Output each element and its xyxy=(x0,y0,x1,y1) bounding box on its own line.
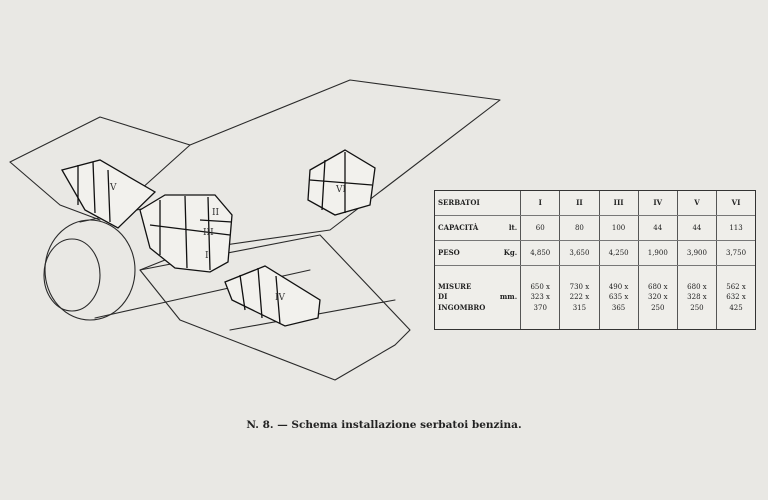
table-cell: 4,850 xyxy=(520,240,560,266)
dim-line: 635 x xyxy=(608,293,629,302)
col-header: II xyxy=(559,191,599,216)
header-label: SERBATOI xyxy=(435,191,521,216)
table-cell: 3,650 xyxy=(559,240,599,266)
table-cell: 44 xyxy=(676,215,717,241)
dim-line: 730 x xyxy=(569,283,590,292)
dimensions-label-di: DI xyxy=(438,292,448,302)
dim-line: 315 xyxy=(572,303,587,312)
table-cell: 3,900 xyxy=(676,240,717,266)
weight-label: PESO Kg. xyxy=(435,240,521,266)
capacity-row: CAPACITÀ lt. 60 80 100 44 44 113 xyxy=(435,215,755,241)
col-header: I xyxy=(520,191,560,216)
dimensions-label: MISURE DI mm. INGOMBRO xyxy=(435,266,521,330)
table-cell: 4,250 xyxy=(598,240,639,266)
table-cell: 44 xyxy=(637,215,678,241)
dim-line: 222 x xyxy=(569,293,590,302)
dimensions-label-line: MISURE xyxy=(438,282,472,292)
engine-nacelle xyxy=(44,219,136,321)
dimensions-label-line: INGOMBRO xyxy=(438,302,486,312)
tank-vi xyxy=(307,149,376,216)
dim-line: 562 x xyxy=(726,283,746,292)
table-cell: 60 xyxy=(520,215,560,241)
weight-row: PESO Kg. 4,850 3,650 4,250 1,900 3,900 3… xyxy=(435,240,755,266)
table-cell: 3,750 xyxy=(716,240,755,266)
table-cell: 1,900 xyxy=(637,240,678,266)
table-cell: 113 xyxy=(716,215,755,241)
weight-unit: Kg. xyxy=(503,247,518,257)
col-header: VI xyxy=(716,191,755,216)
table-header-row: SERBATOI I II III IV V VI xyxy=(435,191,755,216)
tank-specification-table: SERBATOI I II III IV V VI CAPACITÀ lt. 6… xyxy=(434,190,756,330)
dim-line: 632 x xyxy=(726,293,746,302)
weight-label-text: PESO xyxy=(438,247,460,257)
fuselage-lower-line xyxy=(9,161,101,221)
dim-line: 320 x xyxy=(647,293,668,302)
dim-line: 680 x xyxy=(687,283,707,292)
figure-caption: N. 8. — Schema installazione serbatoi be… xyxy=(246,419,522,431)
capacity-label: CAPACITÀ lt. xyxy=(435,215,521,241)
tank-cluster-i-ii-iii xyxy=(139,194,233,273)
tank-label-ii: II xyxy=(212,208,220,218)
tank-v xyxy=(61,159,157,229)
fuselage-spine xyxy=(139,144,191,191)
tank-label-i: I xyxy=(205,251,209,261)
capacity-label-text: CAPACITÀ xyxy=(438,222,479,232)
dim-line: 425 xyxy=(729,303,743,312)
dim-line: 365 xyxy=(611,303,626,312)
engine-intake xyxy=(43,238,101,312)
dim-line: 370 xyxy=(533,303,547,312)
dim-line: 490 x xyxy=(608,283,629,292)
table-cell: 80 xyxy=(559,215,599,241)
dimensions-label-line: DI mm. xyxy=(438,292,517,302)
tank-label-iv: IV xyxy=(275,293,286,303)
dim-line: 680 x xyxy=(647,283,668,292)
capacity-unit: lt. xyxy=(508,222,518,232)
col-header: III xyxy=(598,191,639,216)
dim-line: 250 xyxy=(690,303,704,312)
col-header: IV xyxy=(637,191,678,216)
col-header: V xyxy=(676,191,717,216)
tank-label-iii: III xyxy=(203,228,214,238)
dimensions-unit: mm. xyxy=(499,292,518,302)
tank-iv xyxy=(224,265,321,327)
dim-line: 328 x xyxy=(687,293,707,302)
table-cell: 100 xyxy=(598,215,639,241)
dim-line: 650 x xyxy=(530,283,551,292)
dim-line: 323 x xyxy=(530,293,551,302)
tank-label-v: V xyxy=(109,183,117,193)
dim-line: 250 xyxy=(651,303,665,312)
tank-label-vi: VI xyxy=(335,185,346,195)
wing-outline xyxy=(139,234,411,381)
